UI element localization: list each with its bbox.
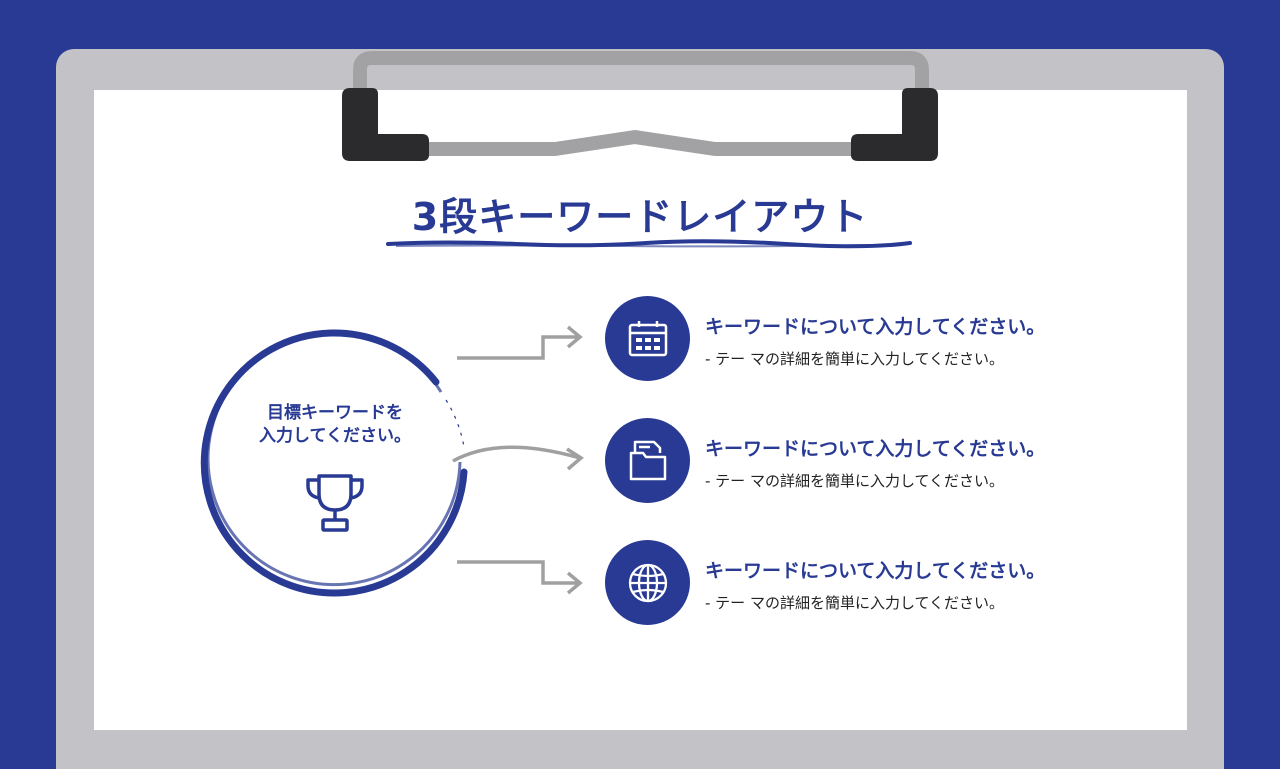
folder-icon (605, 418, 690, 503)
item-description: - テー マの詳細を簡単に入力してください。 (705, 472, 1005, 490)
globe-icon (605, 540, 690, 625)
page-title: 3段キーワードレイアウト (411, 195, 869, 239)
title-underline (386, 239, 912, 249)
center-text-line2: 入力してください。 (259, 426, 411, 446)
item-heading: キーワードについて入力してください。 (705, 316, 1046, 338)
item-description: - テー マの詳細を簡単に入力してください。 (705, 594, 1005, 612)
keyword-item-1: キーワードについて入力してください。 - テー マの詳細を簡単に入力してください… (605, 296, 1085, 382)
item-description: - テー マの詳細を簡単に入力してください。 (705, 350, 1005, 368)
center-text-line1: 目標キーワードを (267, 403, 403, 423)
keyword-item-2: キーワードについて入力してください。 - テー マの詳細を簡単に入力してください… (605, 418, 1085, 504)
trophy-icon (306, 474, 364, 532)
item-heading: キーワードについて入力してください。 (705, 560, 1046, 582)
item-heading: キーワードについて入力してください。 (705, 438, 1046, 460)
keyword-item-3: キーワードについて入力してください。 - テー マの詳細を簡単に入力してください… (605, 540, 1085, 626)
center-keyword-text: 目標キーワードを 入力してください。 (226, 402, 444, 448)
connector-arrows (452, 325, 584, 595)
calendar-icon (605, 296, 690, 381)
keyword-circle (200, 329, 468, 597)
